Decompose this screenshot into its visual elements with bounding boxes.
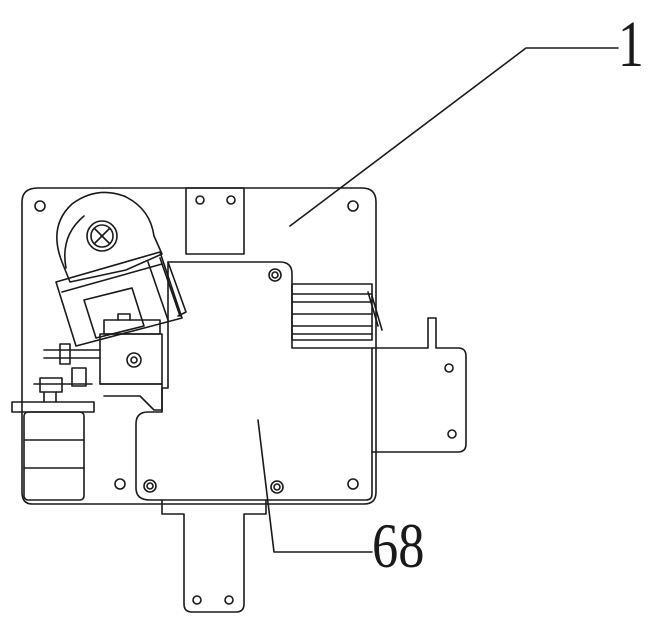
mounting-hole-icon <box>224 595 234 605</box>
screw-head-icon <box>143 479 157 493</box>
mounting-hole-icon <box>226 195 236 205</box>
bottom-tab-plate <box>161 499 267 613</box>
base-plate <box>21 187 377 505</box>
leader-line-part-1 <box>289 47 619 227</box>
part-label-68: 68 <box>372 510 425 581</box>
mounting-hole-icon <box>444 363 454 373</box>
clamp-block <box>99 313 163 411</box>
slide-rail <box>291 283 383 341</box>
mounting-hole-icon <box>447 429 457 439</box>
mounting-hole-icon <box>192 595 202 605</box>
part-label-1: 1 <box>618 8 644 81</box>
mounting-hole-icon <box>114 478 126 490</box>
cam-assembly <box>56 191 163 283</box>
mounting-hole-icon <box>195 195 205 205</box>
screw-head-icon <box>270 480 284 494</box>
cylinder-motor <box>11 391 95 501</box>
left-rod <box>33 343 101 393</box>
screw-head-icon <box>86 220 118 252</box>
mounting-hole-icon <box>347 478 359 490</box>
motor-block <box>55 251 187 347</box>
cover-plate <box>135 261 373 501</box>
screw-head-icon <box>268 268 282 282</box>
mounting-hole-icon <box>347 200 359 212</box>
right-extension-plate <box>371 317 467 453</box>
top-bracket <box>185 187 245 255</box>
leader-line-part-68 <box>257 419 373 553</box>
mounting-hole-icon <box>34 200 46 212</box>
